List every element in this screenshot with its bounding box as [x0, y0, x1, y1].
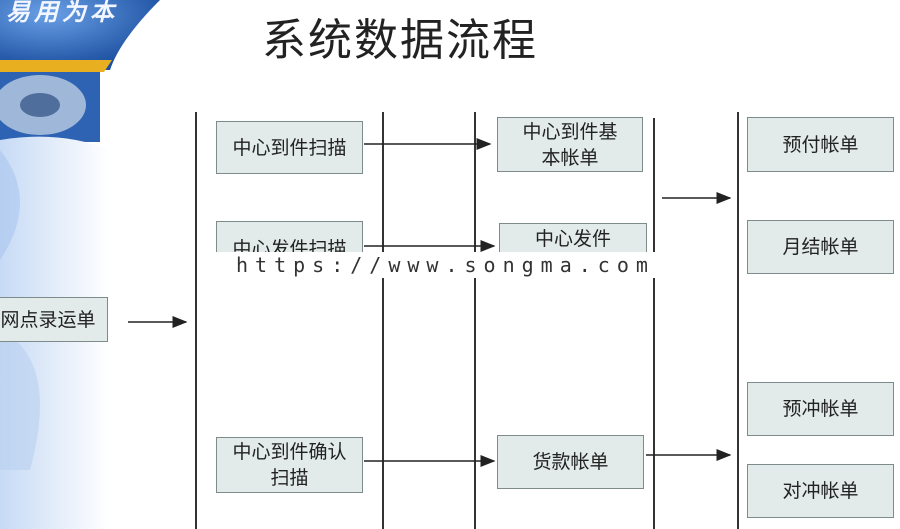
lane-line-3 [474, 112, 476, 529]
arrival-basic-bill-box: 中心到件基本帐单 [497, 117, 643, 172]
page-title: 系统数据流程 [262, 15, 538, 66]
arrival-scan-box: 中心到件扫描 [216, 121, 363, 174]
offset-bill-box: 对冲帐单 [747, 464, 894, 518]
corner-decoration: 易用为本 [0, 0, 170, 529]
outlet-waybill-box: 网点录运单 [0, 297, 108, 342]
lane-line-4 [653, 118, 655, 529]
pre-offset-bill-box: 预冲帐单 [747, 382, 894, 436]
corner-graphic-icon [0, 0, 160, 529]
watermark-url: https://www.songma.com [214, 252, 670, 278]
lane-line-1 [195, 112, 197, 529]
lane-line-5 [737, 112, 739, 529]
payment-bill-box: 货款帐单 [497, 435, 644, 489]
corner-text: 易用为本 [6, 0, 118, 26]
lane-line-2 [382, 112, 384, 529]
arrival-confirm-scan-box: 中心到件确认扫描 [216, 437, 363, 493]
prepaid-bill-box: 预付帐单 [747, 117, 894, 172]
monthly-bill-box: 月结帐单 [747, 220, 894, 274]
